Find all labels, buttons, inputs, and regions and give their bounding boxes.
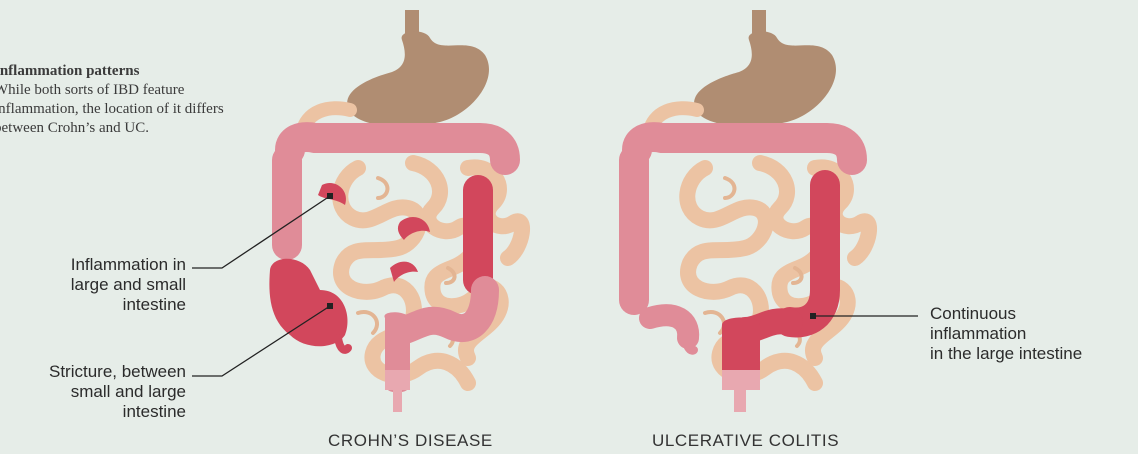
callout-stricture-line-1: Stricture, between [0,362,186,382]
callout-inflammation-both-line-3: intestine [10,295,186,315]
callout-inflammation-both: Inflammation in large and small intestin… [10,255,186,315]
callout-stricture: Stricture, between small and large intes… [0,362,186,422]
crohns-small-intestine-inflamed-3 [390,262,418,282]
marker-inflammation-both [327,193,333,199]
callout-continuous-line-2: inflammation [930,324,1135,344]
leader-inflammation-both [192,196,330,268]
callout-inflammation-both-line-2: large and small [10,275,186,295]
marker-stricture [327,303,333,309]
callout-continuous-line-1: Continuous [930,304,1135,324]
uc-stomach [694,31,836,126]
crohns-stomach [347,31,489,126]
callout-stricture-line-3: intestine [0,402,186,422]
callout-continuous-line-3: in the large intestine [930,344,1135,364]
uc-figure [634,10,869,412]
callout-continuous: Continuous inflammation in the large int… [930,304,1135,364]
callout-stricture-line-2: small and large [0,382,186,402]
caption-uc: ULCERATIVE COLITIS [652,431,839,451]
caption-crohns: CROHN’S DISEASE [328,431,493,451]
marker-continuous [810,313,816,319]
callout-inflammation-both-line-1: Inflammation in [10,255,186,275]
